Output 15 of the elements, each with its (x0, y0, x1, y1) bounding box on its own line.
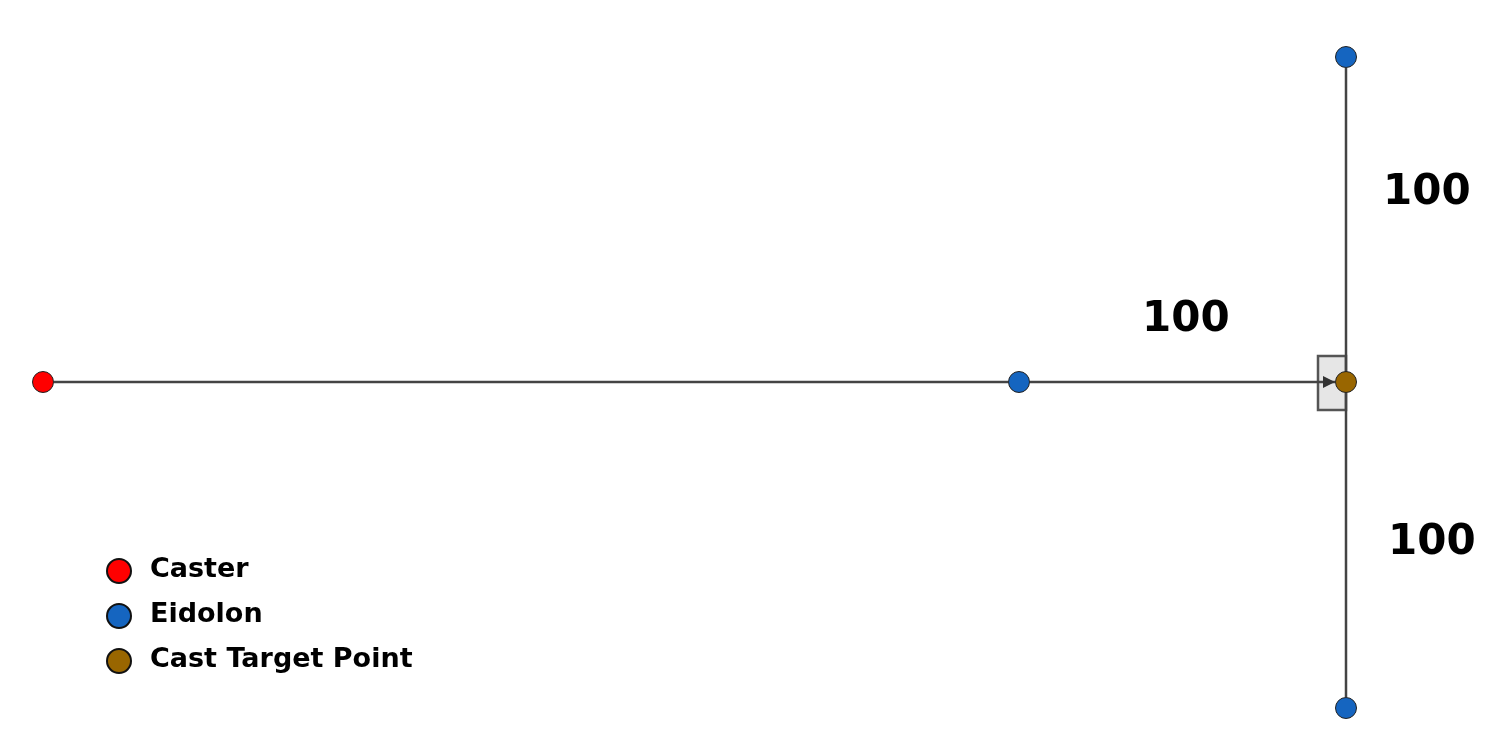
legend-label: Eidolon (150, 597, 263, 628)
point-marker (1008, 371, 1030, 393)
point-marker (32, 371, 54, 393)
arrow (1030, 375, 1335, 389)
dimension-label: 100 (1142, 292, 1230, 341)
legend-label: Cast Target Point (150, 642, 413, 673)
point-marker (1335, 371, 1357, 393)
connector-line (1344, 393, 1348, 697)
dimension-label: 100 (1383, 165, 1471, 214)
point-marker (1335, 46, 1357, 68)
point-marker (1335, 697, 1357, 719)
legend-label: Caster (150, 552, 249, 583)
connector-line (1344, 68, 1348, 371)
dimension-label: 100 (1388, 515, 1476, 564)
connector-line (54, 380, 1008, 384)
